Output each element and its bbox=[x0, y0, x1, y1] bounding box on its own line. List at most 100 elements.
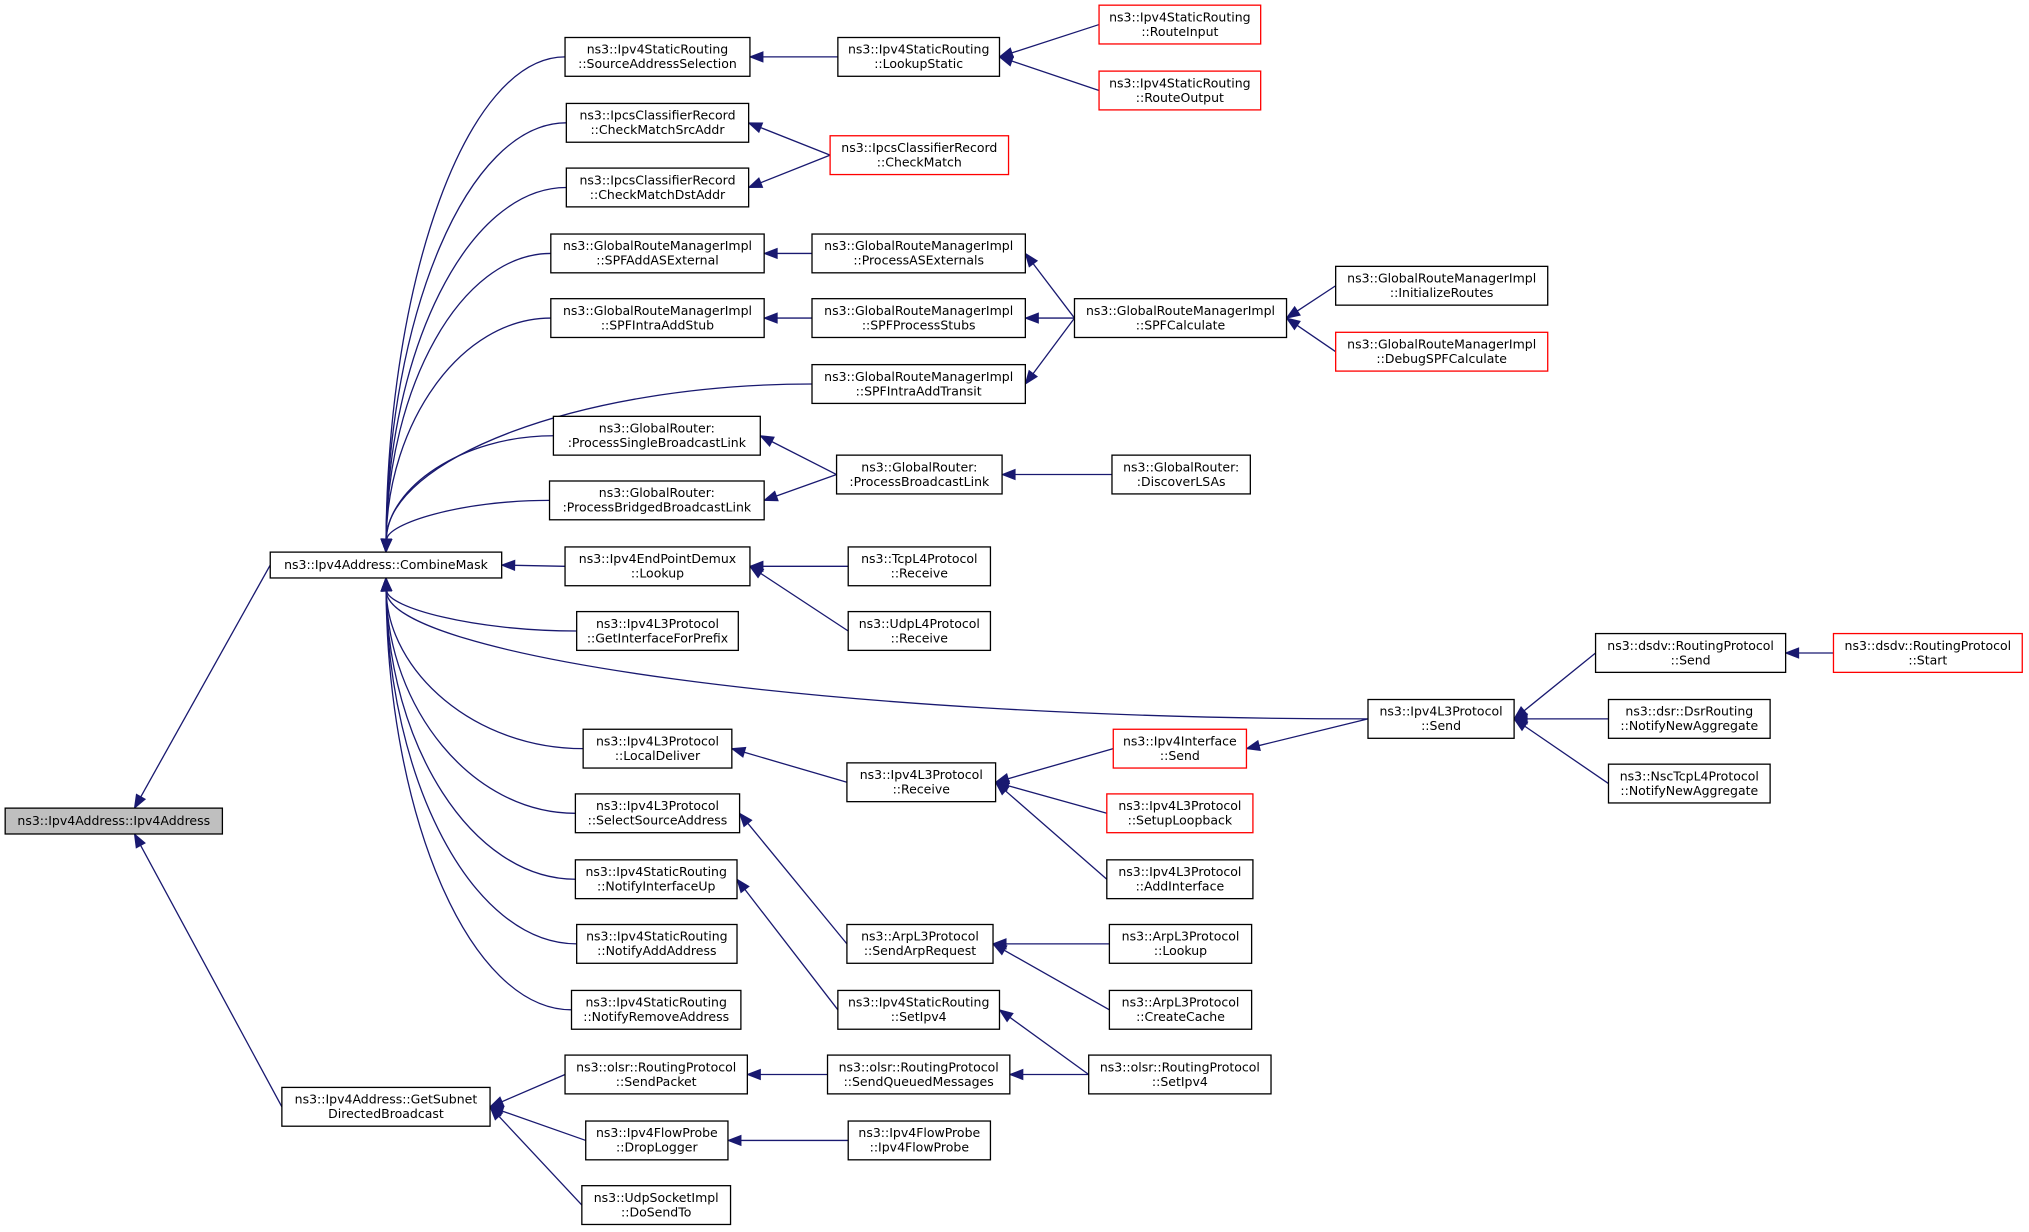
node-combinemask[interactable]: ns3::Ipv4Address::CombineMask bbox=[269, 551, 503, 579]
node-ifsend[interactable]: ns3::Ipv4Interface::Send bbox=[1112, 728, 1248, 769]
node-notifyifup[interactable]: ns3::Ipv4StaticRouting::NotifyInterfaceU… bbox=[574, 859, 738, 900]
node-flowprobe[interactable]: ns3::Ipv4FlowProbe::Ipv4FlowProbe bbox=[847, 1120, 992, 1161]
call-edge-epdemuxlookup-to-combinemask bbox=[500, 559, 566, 572]
node-routeoutput[interactable]: ns3::Ipv4StaticRouting::RouteOutput bbox=[1098, 70, 1262, 111]
node-arpcreatecache[interactable]: ns3::ArpL3Protocol::CreateCache bbox=[1108, 989, 1253, 1030]
node-label-line: ns3::GlobalRouteManagerImpl bbox=[563, 238, 752, 253]
call-edge-checksrc-to-combinemask bbox=[380, 122, 567, 554]
node-checkdst[interactable]: ns3::IpcsClassifierRecord::CheckMatchDst… bbox=[565, 167, 750, 208]
node-box bbox=[1112, 728, 1248, 769]
node-ipv4l3send[interactable]: ns3::Ipv4L3Protocol::Send bbox=[1367, 698, 1515, 739]
node-olsrsendqueued[interactable]: ns3::olsr::RoutingProtocol::SendQueuedMe… bbox=[826, 1054, 1011, 1095]
node-box bbox=[846, 923, 994, 964]
node-label-line: ns3::TcpL4Protocol bbox=[861, 551, 977, 566]
node-procasext[interactable]: ns3::GlobalRouteManagerImpl::ProcessASEx… bbox=[811, 233, 1026, 274]
node-label-line: ns3::Ipv4L3Protocol bbox=[1118, 798, 1241, 813]
call-edge-ipv4l3send-to-ifsend bbox=[1245, 718, 1369, 752]
node-addinterface[interactable]: ns3::Ipv4L3Protocol::AddInterface bbox=[1106, 859, 1254, 900]
node-box bbox=[1073, 298, 1288, 339]
node-spfprocstubs[interactable]: ns3::GlobalRouteManagerImpl::SPFProcessS… bbox=[811, 298, 1026, 339]
node-setipv4static[interactable]: ns3::Ipv4StaticRouting::SetIpv4 bbox=[837, 989, 1001, 1030]
node-spfintraaddtransit[interactable]: ns3::GlobalRouteManagerImpl::SPFIntraAdd… bbox=[811, 363, 1026, 405]
node-label-line: ns3::Ipv4FlowProbe bbox=[596, 1125, 718, 1140]
node-routeinput[interactable]: ns3::Ipv4StaticRouting::RouteInput bbox=[1098, 4, 1262, 45]
node-getifforprefix[interactable]: ns3::Ipv4L3Protocol::GetInterfaceForPref… bbox=[576, 610, 739, 652]
node-epdemuxlookup[interactable]: ns3::Ipv4EndPointDemux::Lookup bbox=[564, 546, 751, 587]
node-label-line: ::SPFIntraAddTransit bbox=[856, 383, 982, 398]
node-droplogger[interactable]: ns3::Ipv4FlowProbe::DropLogger bbox=[585, 1120, 729, 1161]
node-box bbox=[565, 102, 750, 143]
node-label-line: ns3::Ipv4L3Protocol bbox=[1380, 704, 1503, 719]
node-box bbox=[1367, 698, 1515, 739]
node-notifyadd[interactable]: ns3::Ipv4StaticRouting::NotifyAddAddress bbox=[576, 923, 738, 964]
node-spfintraaddstub[interactable]: ns3::GlobalRouteManagerImpl::SPFIntraAdd… bbox=[550, 298, 765, 339]
node-box bbox=[1098, 4, 1262, 45]
node-discoverlsas[interactable]: ns3::GlobalRouter::DiscoverLSAs bbox=[1111, 454, 1251, 495]
node-checkmatch[interactable]: ns3::IpcsClassifierRecord::CheckMatch bbox=[829, 135, 1010, 176]
call-edge-spfprocstubs-to-spfintraaddstub bbox=[762, 312, 813, 324]
node-spfaddas[interactable]: ns3::GlobalRouteManagerImpl::SPFAddASExt… bbox=[550, 233, 765, 274]
node-box bbox=[269, 551, 503, 579]
node-label-line: ::CheckMatchSrcAddr bbox=[590, 122, 725, 137]
call-edge-dsrnotify-to-ipv4l3send bbox=[1512, 713, 1609, 725]
node-label-line: ::CheckMatchDstAddr bbox=[590, 187, 726, 202]
node-ipv4address[interactable]: ns3::Ipv4Address::Ipv4Address bbox=[4, 807, 224, 835]
node-dsdvstart[interactable]: ns3::dsdv::RoutingProtocol::Start bbox=[1832, 632, 2023, 674]
node-spfcalc[interactable]: ns3::GlobalRouteManagerImpl::SPFCalculat… bbox=[1073, 298, 1288, 339]
node-selectsrc[interactable]: ns3::Ipv4L3Protocol::SelectSourceAddress bbox=[574, 793, 741, 834]
node-debugspf[interactable]: ns3::GlobalRouteManagerImpl::DebugSPFCal… bbox=[1335, 331, 1549, 372]
node-box bbox=[1607, 763, 1771, 804]
node-label-line: ns3::GlobalRouter: bbox=[599, 421, 715, 436]
node-initroutes[interactable]: ns3::GlobalRouteManagerImpl::InitializeR… bbox=[1335, 265, 1549, 306]
node-box bbox=[1335, 331, 1549, 372]
node-label-line: ns3::UdpSocketImpl bbox=[594, 1190, 719, 1205]
node-procbcast[interactable]: ns3::GlobalRouter::ProcessBroadcastLink bbox=[835, 454, 1003, 495]
node-olsrsetipv4[interactable]: ns3::olsr::RoutingProtocol::SetIpv4 bbox=[1088, 1054, 1272, 1095]
call-edge-procasext-to-spfaddas bbox=[762, 247, 813, 260]
node-label-line: ns3::Ipv4L3Protocol bbox=[860, 767, 983, 782]
node-arplookup[interactable]: ns3::ArpL3Protocol::Lookup bbox=[1108, 923, 1253, 964]
node-label-line: ::LookupStatic bbox=[874, 56, 963, 71]
node-tcprecv[interactable]: ns3::TcpL4Protocol::Receive bbox=[847, 546, 992, 587]
node-label-line: ::CheckMatch bbox=[877, 154, 962, 169]
node-ipv4l3recv[interactable]: ns3::Ipv4L3Protocol::Receive bbox=[846, 762, 997, 803]
node-label-line: ::SendQueuedMessages bbox=[844, 1074, 994, 1089]
node-box bbox=[4, 807, 224, 835]
node-label-line: ::Ipv4FlowProbe bbox=[870, 1140, 970, 1155]
node-srcaddrsel[interactable]: ns3::Ipv4StaticRouting::SourceAddressSel… bbox=[564, 36, 751, 77]
call-edge-lookupstatic-to-srcaddrsel bbox=[748, 51, 838, 63]
node-label-line: ::GetInterfaceForPrefix bbox=[587, 630, 728, 645]
node-label-line: :ProcessSingleBroadcastLink bbox=[568, 435, 747, 450]
node-label-line: ns3::GlobalRouter: bbox=[1123, 459, 1239, 474]
node-label-line: ns3::GlobalRouter: bbox=[599, 485, 715, 500]
node-label-line: ns3::NscTcpL4Protocol bbox=[1620, 768, 1759, 783]
call-edge-getifforprefix-to-combinemask bbox=[381, 576, 577, 632]
call-edge-droplogger-to-getsubnet bbox=[488, 1105, 586, 1142]
node-procbridged[interactable]: ns3::GlobalRouter::ProcessBridgedBroadca… bbox=[548, 480, 765, 521]
node-getsubnet[interactable]: ns3::Ipv4Address::GetSubnetDirectedBroad… bbox=[281, 1086, 491, 1127]
node-nsctcpnotify[interactable]: ns3::NscTcpL4Protocol::NotifyNewAggregat… bbox=[1607, 763, 1771, 804]
call-edge-procbridged-to-combinemask bbox=[381, 499, 550, 554]
node-label-line: ::Lookup bbox=[631, 566, 684, 581]
node-label-line: ::AddInterface bbox=[1136, 879, 1225, 894]
node-setuploopback[interactable]: ns3::Ipv4L3Protocol::SetupLoopback bbox=[1106, 793, 1254, 834]
node-lookupstatic[interactable]: ns3::Ipv4StaticRouting::LookupStatic bbox=[837, 36, 1001, 77]
node-udprecv[interactable]: ns3::UdpL4Protocol::Receive bbox=[847, 610, 992, 652]
node-box bbox=[564, 36, 751, 77]
node-box bbox=[585, 1120, 729, 1161]
node-localdeliver[interactable]: ns3::Ipv4L3Protocol::LocalDeliver bbox=[582, 728, 733, 769]
node-dsdvsend[interactable]: ns3::dsdv::RoutingProtocol::Send bbox=[1594, 632, 1787, 674]
node-checksrc[interactable]: ns3::IpcsClassifierRecord::CheckMatchSrc… bbox=[565, 102, 750, 143]
node-box bbox=[570, 989, 742, 1030]
node-box bbox=[847, 546, 992, 587]
node-udpdosendto[interactable]: ns3::UdpSocketImpl::DoSendTo bbox=[581, 1185, 732, 1226]
node-arpsendreq[interactable]: ns3::ArpL3Protocol::SendArpRequest bbox=[846, 923, 994, 964]
call-edge-tcprecv-to-epdemuxlookup bbox=[748, 560, 849, 573]
node-notifyremove[interactable]: ns3::Ipv4StaticRouting::NotifyRemoveAddr… bbox=[570, 989, 742, 1030]
node-procsingle[interactable]: ns3::GlobalRouter::ProcessSingleBroadcas… bbox=[552, 415, 761, 456]
node-label-line: ns3::Ipv4Address::GetSubnet bbox=[295, 1092, 478, 1107]
node-label-line: ::Send bbox=[1160, 748, 1200, 763]
node-label-line: ::RouteInput bbox=[1141, 24, 1218, 39]
node-olsrsendpacket[interactable]: ns3::olsr::RoutingProtocol::SendPacket bbox=[564, 1054, 749, 1095]
node-dsrnotify[interactable]: ns3::dsr::DsrRouting::NotifyNewAggregate bbox=[1607, 698, 1771, 739]
